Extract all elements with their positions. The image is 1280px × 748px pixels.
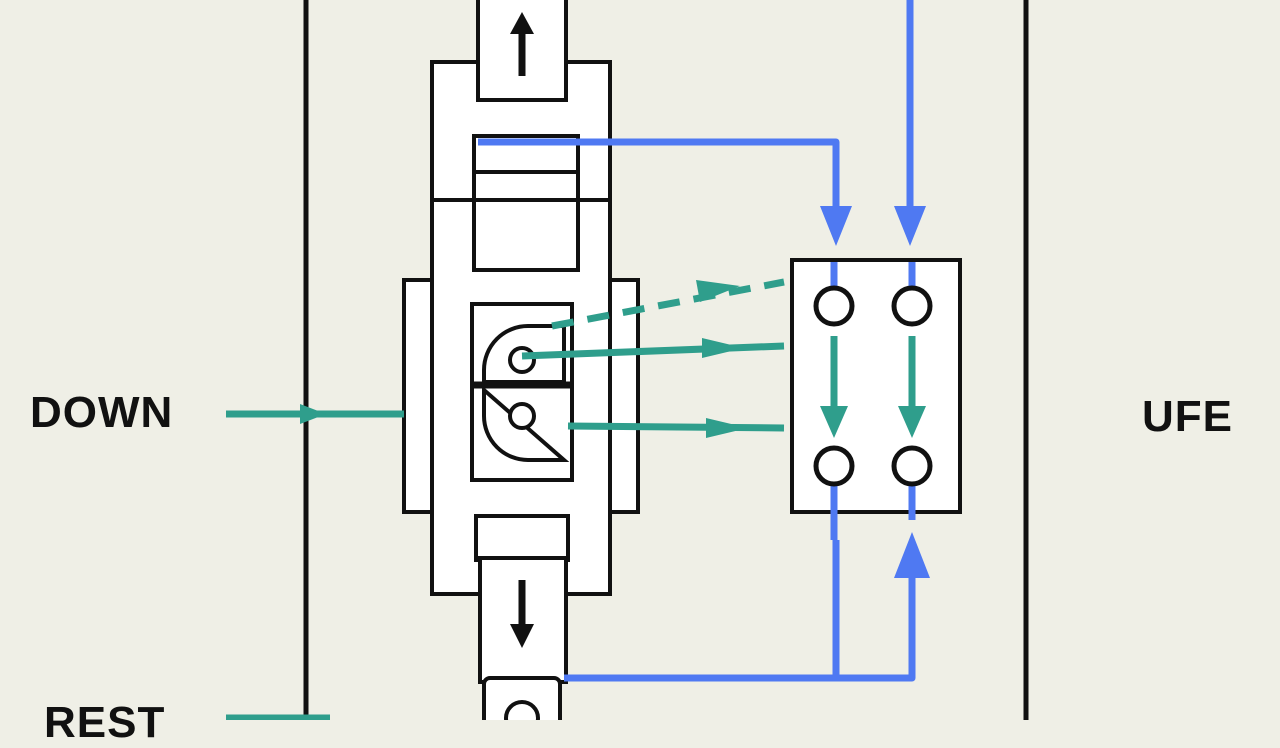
blue-wire-bottom bbox=[564, 560, 916, 682]
blue-wires bbox=[478, 0, 916, 682]
blue-arrowheads bbox=[820, 206, 930, 578]
wiring-diagram bbox=[226, 0, 1029, 720]
switch-assembly bbox=[402, 0, 640, 720]
terminal-screw-4 bbox=[891, 445, 933, 487]
terminal-screw-2 bbox=[891, 285, 933, 327]
rocker-terminal-bottom bbox=[508, 402, 536, 430]
upper-slot bbox=[472, 134, 580, 272]
bottom-terminal bbox=[482, 676, 562, 720]
down-arrow-icon bbox=[510, 580, 534, 648]
teal-arrow-rocker-dashed bbox=[551, 278, 785, 330]
teal-arrow-rocker-bottom bbox=[567, 422, 785, 432]
label-down: DOWN bbox=[30, 388, 174, 437]
teal-arrowheads bbox=[300, 280, 926, 438]
terminal-screw-3 bbox=[813, 445, 855, 487]
up-arrow-icon bbox=[510, 12, 534, 76]
blue-wire-top-left bbox=[478, 138, 840, 220]
bottom-terminal-screw bbox=[504, 700, 540, 720]
rocker-terminal-top bbox=[508, 346, 536, 374]
label-ufe: UFE bbox=[1142, 392, 1233, 441]
label-rest: REST bbox=[44, 698, 166, 747]
terminal-screw-1 bbox=[813, 285, 855, 327]
terminal-screws bbox=[813, 285, 933, 487]
lower-slot bbox=[474, 514, 570, 562]
